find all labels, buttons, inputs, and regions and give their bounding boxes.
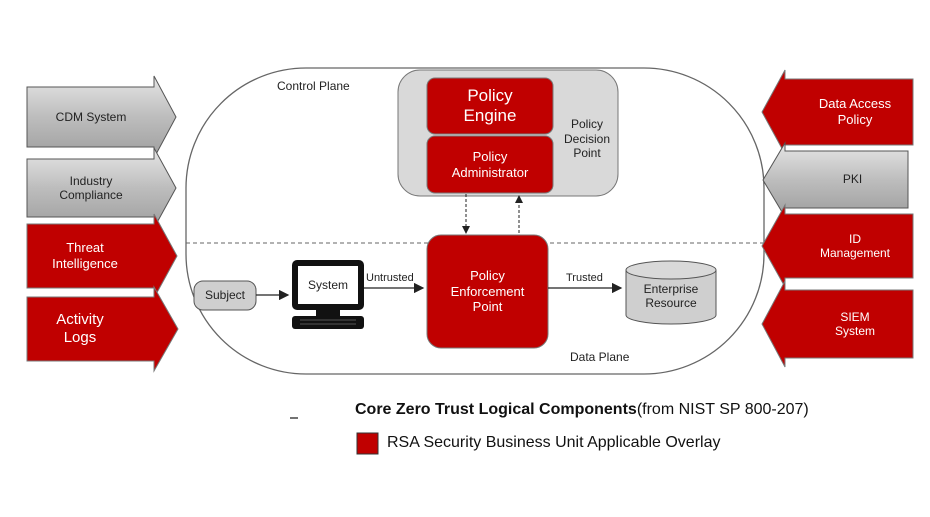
arrow-threat-intelligence xyxy=(26,213,178,299)
pki-label: PKI xyxy=(842,172,863,187)
policy-engine-box xyxy=(426,77,554,135)
data-plane-label: Data Plane xyxy=(570,350,630,364)
arrow-industry-compliance xyxy=(26,147,177,229)
caption-title: Core Zero Trust Logical Components(from … xyxy=(355,401,809,419)
untrusted-label: Untrusted xyxy=(366,272,414,284)
legend-label: RSA Security Business Unit Applicable Ov… xyxy=(387,434,721,451)
policy-enforcement-point-label: Policy Enforcement Point xyxy=(450,268,525,315)
policy-enforcement-point-box xyxy=(426,234,549,349)
arrow-pki xyxy=(762,141,909,219)
arrow-id-management xyxy=(761,203,914,289)
activity-logs-label: Activity Logs xyxy=(56,311,104,346)
arrow-data-access-policy xyxy=(761,69,914,155)
computer-icon xyxy=(292,260,364,329)
arrow-activity-logs xyxy=(26,285,179,373)
control-plane-label: Control Plane xyxy=(277,79,350,93)
threat-intelligence-label: Threat Intelligence xyxy=(52,240,118,271)
arrow-siem-system xyxy=(761,280,914,368)
caption-title-source: (from NIST SP 800-207) xyxy=(636,401,809,418)
policy-engine-label: Policy Engine xyxy=(463,85,517,125)
left-arrows xyxy=(26,75,179,373)
subject-label: Subject xyxy=(204,288,246,303)
industry-compliance-label: Industry Compliance xyxy=(59,173,123,202)
cdm-system-label: CDM System xyxy=(55,109,127,124)
caption-title-bold: Core Zero Trust Logical Components xyxy=(355,401,637,418)
right-arrows xyxy=(761,69,914,368)
data-access-policy-label: Data Access Policy xyxy=(818,96,892,127)
trusted-label: Trusted xyxy=(566,272,603,284)
policy-decision-point-label: Policy Decision Point xyxy=(563,117,611,161)
enterprise-resource-label: Enterprise Resource xyxy=(643,281,699,310)
siem-system-label: SIEM System xyxy=(834,309,875,338)
arrow-cdm-system xyxy=(26,75,177,159)
enterprise-resource-cylinder xyxy=(625,260,717,325)
policy-administrator-label: Policy Administrator xyxy=(451,148,529,180)
id-management-label: ID Management xyxy=(819,231,891,260)
policy-administrator-box xyxy=(426,135,554,194)
system-label: System xyxy=(307,277,348,292)
legend-swatch xyxy=(356,432,379,455)
